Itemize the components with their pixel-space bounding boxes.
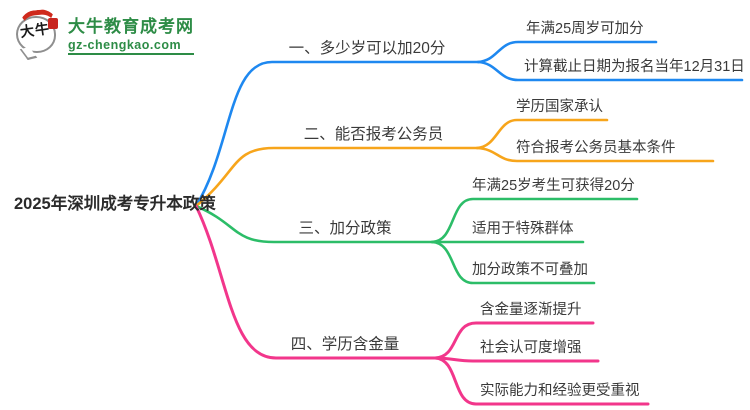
root-topic: 2025年深圳成考专升本政策 <box>14 195 216 213</box>
leaf-label-4-2: 社会认可度增强 <box>480 340 582 356</box>
logo-text-block: 大牛教育成考网 gz-chengkao.com <box>68 12 194 55</box>
leaf-label-4-1: 含金量逐渐提升 <box>480 302 582 318</box>
branch1-curve <box>194 60 480 208</box>
leaf-label-3-3: 加分政策不可叠加 <box>472 262 588 278</box>
leaf2-1-curve <box>475 118 609 150</box>
logo-site-url: gz-chengkao.com <box>68 38 194 55</box>
leaf4-3-curve <box>433 356 650 406</box>
leaf-label-1-1: 年满25周岁可加分 <box>526 21 644 37</box>
leaf1-2-curve <box>476 60 744 82</box>
branch3-curve <box>194 204 434 244</box>
branch-label-1: 一、多少岁可以加20分 <box>288 40 446 57</box>
branch4-curve <box>194 204 437 360</box>
logo-bubble-icon: 大牛 <box>14 8 60 61</box>
logo-site-name: 大牛教育成考网 <box>68 16 194 36</box>
leaf4-1-curve <box>433 321 595 360</box>
leaf-label-3-1: 年满25岁考生可获得20分 <box>472 178 635 194</box>
leaf-label-1-2: 计算截止日期为报名当年12月31日 <box>524 59 745 75</box>
branch-label-3: 三、加分政策 <box>298 220 392 237</box>
logo-red-seal <box>48 18 58 29</box>
branch-label-2: 二、能否报考公务员 <box>303 126 444 143</box>
leaf-label-4-3: 实际能力和经验更受重视 <box>480 383 640 399</box>
leaf-label-2-1: 学历国家承认 <box>516 99 603 115</box>
branch-label-4: 四、学历含金量 <box>290 336 400 353</box>
leaf4-2-curve <box>433 356 600 363</box>
leaf-label-2-2: 符合报考公务员基本条件 <box>516 140 676 156</box>
leaf-label-3-2: 适用于特殊群体 <box>472 221 574 237</box>
leaf2-2-curve <box>475 146 715 163</box>
leaf3-1-curve <box>430 197 639 244</box>
site-logo: 大牛 大牛教育成考网 gz-chengkao.com <box>14 8 194 61</box>
branch2-curve <box>194 146 479 208</box>
leaf3-3-curve <box>430 240 596 285</box>
leaf1-1-curve <box>476 40 658 64</box>
